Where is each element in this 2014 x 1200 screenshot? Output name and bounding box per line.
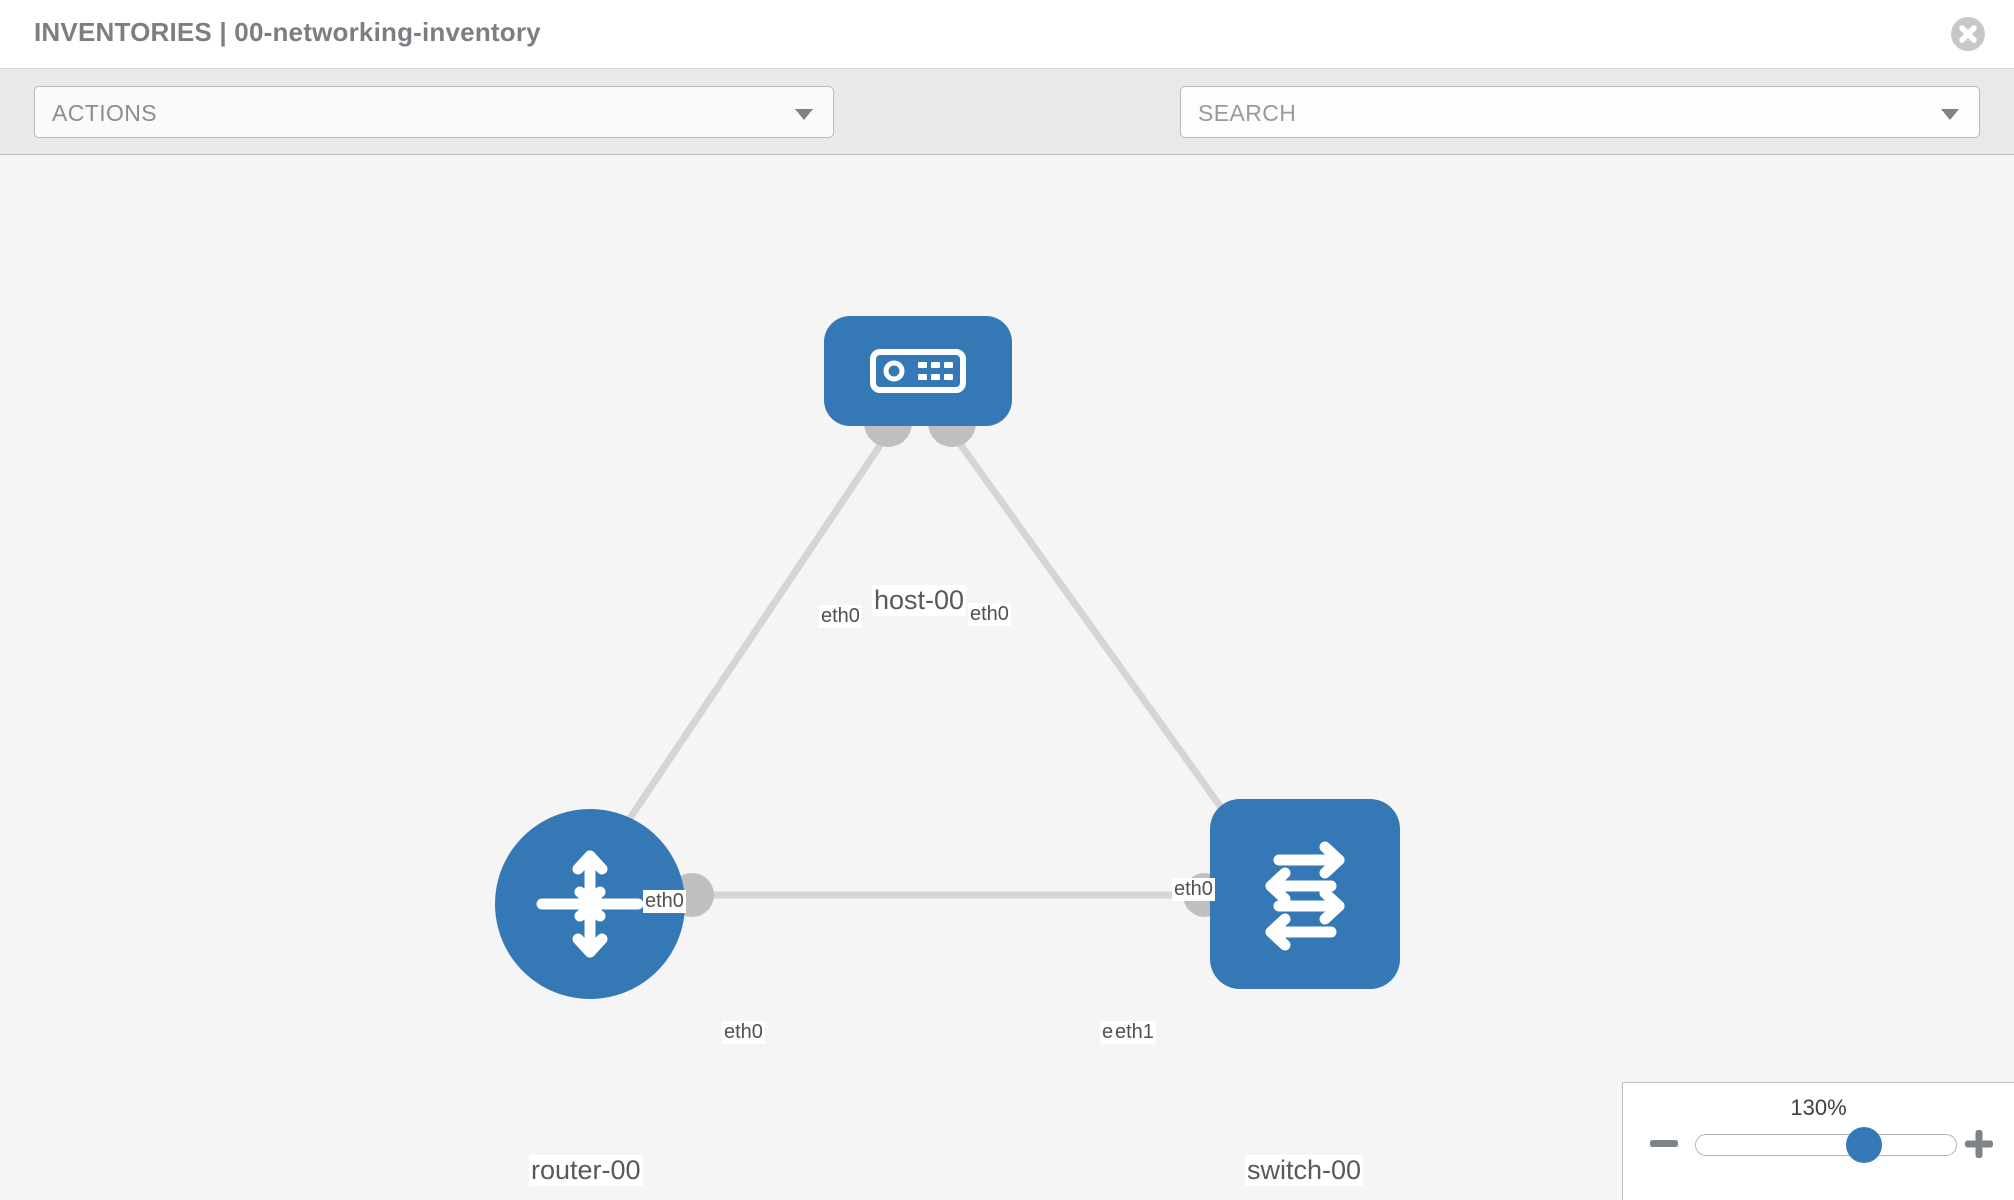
iface-label-host-eth0-left: eth0 [819, 605, 862, 628]
actions-dropdown-label: ACTIONS [52, 100, 158, 126]
actions-dropdown[interactable]: ACTIONS [34, 86, 834, 138]
node-label-router-00: router-00 [529, 1155, 643, 1186]
zoom-slider-thumb[interactable] [1846, 1127, 1882, 1163]
edge-host-switch [942, 420, 1251, 848]
page-title: INVENTORIES | 00-networking-inventory [34, 17, 541, 47]
chevron-down-icon[interactable] [1941, 109, 1959, 120]
router-arrows-icon [495, 809, 685, 999]
zoom-level-label: 130% [1790, 1095, 1847, 1120]
iface-label-router-eth0-right: eth0 [722, 1021, 765, 1044]
server-device-icon [824, 316, 1012, 426]
node-label-switch-00: switch-00 [1245, 1155, 1364, 1186]
edge-router-host [609, 421, 898, 847]
iface-label-router-eth0-up: eth0 [643, 890, 686, 913]
topology-canvas[interactable]: host-00 router-00 switch-00 eth0 eth0 et… [0, 155, 2014, 1200]
page-header: INVENTORIES | 00-networking-inventory [0, 0, 2014, 69]
node-switch-00[interactable] [1210, 799, 1400, 989]
zoom-control-panel: 130% [1622, 1082, 2014, 1200]
zoom-slider[interactable] [1695, 1134, 1957, 1156]
node-host-00[interactable] [824, 316, 1012, 426]
iface-label-switch-eth0-up: eth0 [1172, 878, 1215, 901]
search-placeholder: SEARCH [1198, 100, 1297, 126]
node-label-host-00: host-00 [872, 585, 967, 616]
switch-arrows-icon [1210, 799, 1400, 989]
toolbar: ACTIONS SEARCH [0, 69, 2014, 202]
minus-icon[interactable] [1647, 1127, 1681, 1161]
close-icon[interactable] [1951, 17, 1985, 51]
iface-label-switch-eth1-left: eth1 [1113, 1021, 1156, 1044]
chevron-down-icon [795, 109, 813, 120]
plus-icon[interactable] [1962, 1127, 1996, 1161]
iface-label-host-eth0-right: eth0 [968, 603, 1011, 626]
topology-graph [609, 399, 1262, 917]
search-input[interactable]: SEARCH [1180, 86, 1980, 138]
